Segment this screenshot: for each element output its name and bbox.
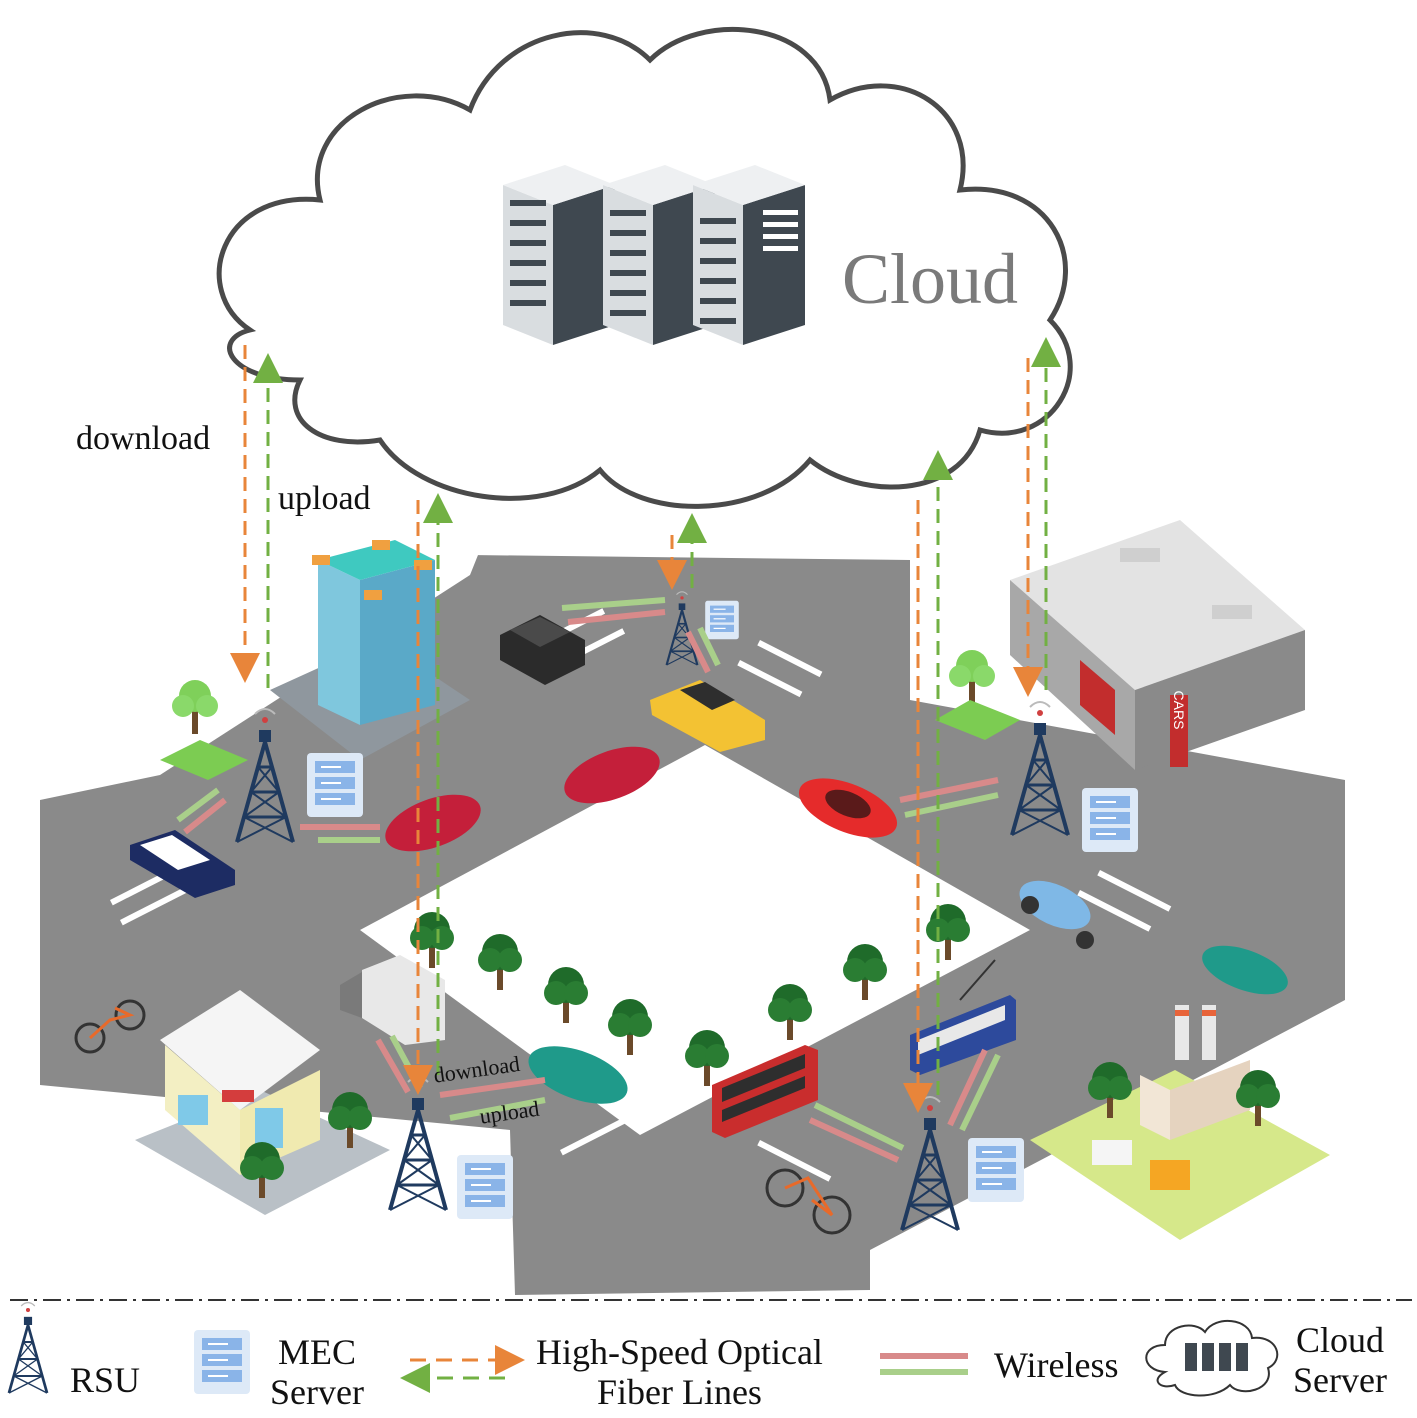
central-block [360, 745, 1030, 1135]
legend-cloud-icon [1145, 1319, 1279, 1397]
factory [1030, 1005, 1330, 1240]
legend-cloud-line1: Cloud [1295, 1320, 1384, 1360]
download-label: download [76, 420, 211, 457]
mec-server-icon [306, 752, 364, 818]
legend-fiber-line1: High-Speed Optical [536, 1332, 823, 1372]
teal-car-icon [528, 1046, 628, 1104]
legend-cloud-label: Cloud Server [1293, 1320, 1387, 1400]
legend-wireless-label: Wireless [994, 1345, 1119, 1385]
legend-mec-line2: Server [270, 1372, 364, 1412]
wireless-links [176, 597, 1001, 1163]
teal-sedan-icon [1202, 945, 1288, 995]
mec-server-icon [967, 1137, 1025, 1203]
red-convertible-2-icon [385, 794, 481, 852]
bicycle-icon [74, 999, 146, 1054]
vehicles [74, 615, 1288, 1235]
car-shop: CARS [1010, 520, 1305, 770]
red-convertible-icon [564, 746, 660, 804]
legend-mec-label: MEC Server [270, 1332, 364, 1412]
legend-mec-icon [193, 1329, 251, 1395]
legend-rsu-icon [7, 1301, 49, 1395]
black-suv-icon [500, 615, 585, 685]
red-sedan-icon [798, 778, 898, 838]
shop-sign: CARS [1171, 691, 1187, 730]
trolleybus-icon [910, 959, 1016, 1075]
fiber-lines [230, 337, 1061, 1113]
legend-cloud-line2: Server [1293, 1360, 1387, 1400]
legend-fiber-line2: Fiber Lines [596, 1372, 762, 1412]
bicycle-2-icon [765, 1168, 852, 1235]
truck-icon [340, 955, 445, 1045]
tree-icon [949, 650, 995, 704]
taxi-icon [650, 680, 765, 752]
scooter-icon [1019, 880, 1094, 949]
mec-server-icon [1081, 787, 1139, 853]
cloud-server-racks [503, 165, 805, 345]
cloud-title: Cloud [842, 239, 1019, 319]
server-rack-icon [503, 165, 615, 345]
double-decker-bus-icon [712, 1045, 818, 1138]
legend-rsu-label: RSU [70, 1360, 141, 1400]
legend-mec-line1: MEC [277, 1332, 356, 1372]
upload-label: upload [278, 480, 371, 517]
mec-server-icon [456, 1154, 514, 1220]
legend-wireless-icon [880, 1353, 968, 1375]
mec-server-icon [704, 600, 740, 640]
office-building [270, 540, 470, 760]
legend-fiber-label: High-Speed Optical Fiber Lines [536, 1332, 823, 1412]
legend-fiber-icon [400, 1345, 525, 1393]
police-car-icon [130, 830, 235, 898]
